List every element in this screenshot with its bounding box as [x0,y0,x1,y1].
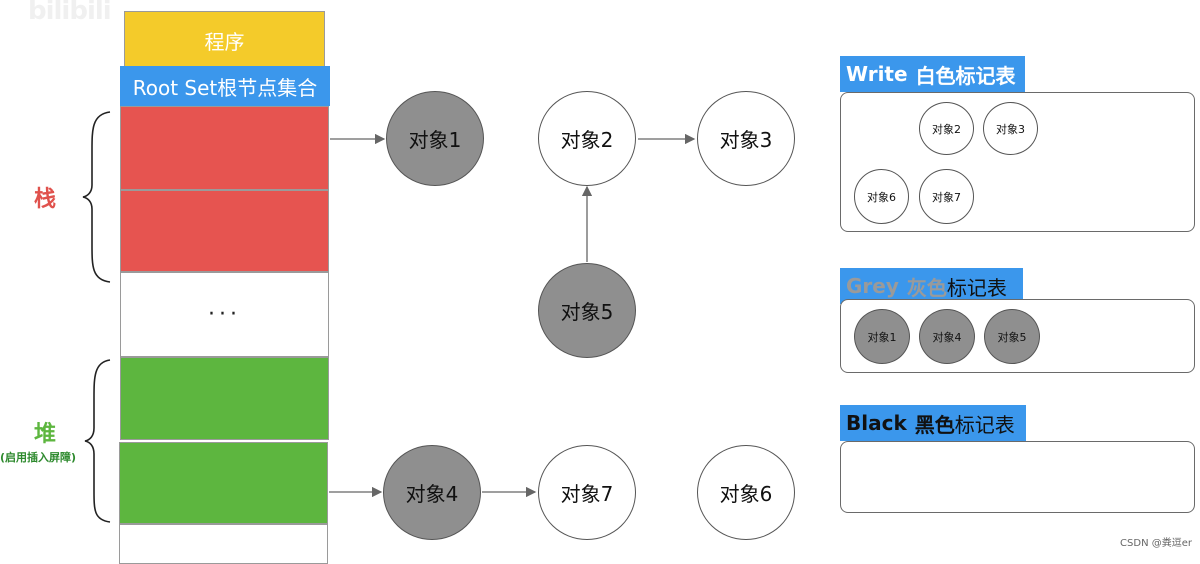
stack-brace [82,111,111,283]
white-table-title-cn: 白色标记表 [915,63,1016,88]
credit-text: CSDN @粪逗er [1120,538,1192,549]
node-obj2: 对象2 [538,91,636,186]
heap-slot-2 [119,442,328,524]
node-obj6: 对象6 [697,445,795,540]
white-table-item-obj2: 对象2 [919,102,974,155]
node-obj4: 对象4 [383,445,481,540]
node-obj3: 对象3 [697,91,795,186]
grey-table-item-obj1: 对象1 [854,309,910,364]
node-obj5: 对象5 [538,263,636,358]
grey-table-title-rest: 标记表 [946,275,1007,300]
heap-slot-1 [120,357,329,440]
black-table-box [840,441,1195,513]
white-table-item-obj6: 对象6 [854,169,909,224]
grey-table-item-obj4: 对象4 [919,309,975,364]
white-table-title: Write 白色标记表 [840,56,1025,92]
black-table-title-rest: 标记表 [954,412,1015,437]
white-table-item-obj3: 对象3 [983,102,1038,155]
heap-brace [84,359,111,523]
grey-table-title-colored: 灰色 [906,275,947,300]
node-obj7: 对象7 [538,445,636,540]
stack-ellipsis: ··· [120,272,329,357]
rootset-block: Root Set根节点集合 [120,66,330,106]
grey-table-title: Grey 灰色 标记表 [840,268,1023,304]
heap-sublabel: (启用插入屏障) [0,451,77,464]
black-table-title-en: Black [846,411,907,435]
white-table-box: 对象2 对象3 对象6 对象7 [840,92,1195,232]
program-block: 程序 [124,11,325,69]
white-table-item-obj7: 对象7 [919,169,974,224]
black-table-title-bold: 黑色 [914,412,955,437]
grey-table-box: 对象1 对象4 对象5 [840,299,1195,373]
watermark: bilibili [28,0,112,26]
stack-slot-2 [120,190,329,272]
heap-label: 堆 [34,422,57,447]
stack-slot-1 [120,106,329,190]
node-obj1: 对象1 [386,91,484,186]
grey-table-title-en: Grey [846,274,899,298]
grey-table-item-obj5: 对象5 [984,309,1040,364]
black-table-title: Black 黑色 标记表 [840,405,1026,441]
white-table-title-en: Write [846,62,908,86]
stack-label: 栈 [34,187,57,212]
